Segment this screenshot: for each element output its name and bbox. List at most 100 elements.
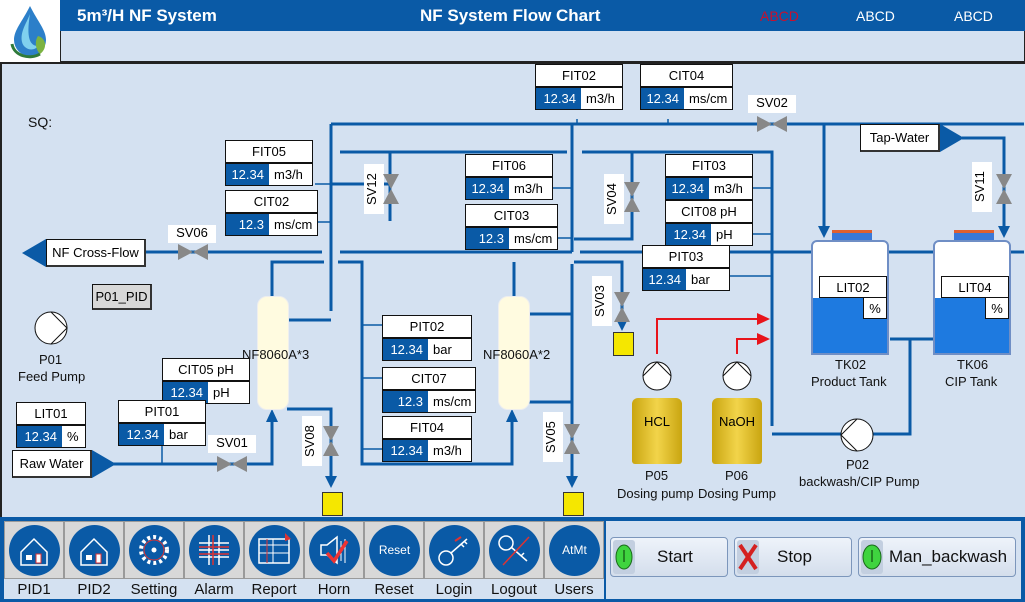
message-bar	[60, 31, 1025, 62]
header-link-1[interactable]: ABCD	[760, 8, 799, 24]
membrane-1	[257, 296, 289, 410]
p01-pid-button[interactable]: P01_PID	[92, 284, 152, 310]
header-link-2[interactable]: ABCD	[856, 8, 895, 24]
pump-p01-name: Feed Pump	[18, 369, 86, 384]
nav-button-setting[interactable]	[124, 521, 184, 579]
valve-sv06-icon[interactable]	[178, 244, 208, 260]
nav-button-alarm[interactable]	[184, 521, 244, 579]
raw-water-label: Raw Water	[12, 450, 92, 478]
stop-x-icon	[738, 543, 758, 571]
pump-p05-id: P05	[645, 468, 669, 483]
tap-water-label: Tap-Water	[860, 124, 940, 152]
sv06-label: SV06	[168, 225, 216, 243]
nav-label: Alarm	[194, 581, 234, 598]
nav-button-horn[interactable]	[304, 521, 364, 579]
valve-sv02-icon[interactable]	[757, 116, 787, 132]
nav-label: Setting	[130, 581, 178, 598]
pump-p01-id: P01	[39, 352, 63, 367]
tank-tk02-cap	[832, 230, 872, 243]
inlet-arrow-icon	[940, 124, 964, 152]
nav-label: Report	[251, 581, 297, 598]
reset-icon: Reset	[369, 525, 420, 576]
nav-button-login[interactable]	[424, 521, 484, 579]
hcl-tank: HCL	[632, 398, 682, 464]
valve-sv01-icon[interactable]	[217, 456, 247, 472]
pump-p02-icon[interactable]	[839, 417, 875, 453]
page-title: NF System Flow Chart	[420, 6, 601, 25]
title-bar: 5m³/H NF System NF System Flow Chart ABC…	[60, 0, 1025, 32]
nav-label: Login	[435, 581, 473, 598]
pump-p06-icon[interactable]	[721, 360, 753, 392]
nav-label: Logout	[491, 581, 537, 598]
key-off-icon	[489, 525, 540, 576]
pump-p05-icon[interactable]	[641, 360, 673, 392]
tank-tk06-name: CIP Tank	[945, 374, 998, 389]
tank-tk02-id: TK02	[835, 357, 867, 372]
nav-button-pid2[interactable]	[64, 521, 124, 579]
drain-bucket-icon	[322, 492, 343, 516]
start-button[interactable]: Start	[610, 537, 728, 577]
valve-sv03-icon[interactable]	[614, 292, 630, 322]
tank-tk06-cap	[954, 230, 994, 243]
sv05-label: SV05	[543, 412, 563, 462]
house-icon	[9, 525, 60, 576]
sv02-label: SV02	[748, 95, 796, 113]
pump-p05-name: Dosing pump	[617, 486, 694, 501]
drain-bucket-icon	[563, 492, 584, 516]
pump-p01-icon[interactable]	[33, 310, 69, 346]
membrane-1-label: NF8060A*3	[242, 347, 310, 362]
sv08-label: SV08	[302, 416, 322, 466]
header-link-3[interactable]: ABCD	[954, 8, 993, 24]
pump-p06-name: Dosing Pump	[698, 486, 777, 501]
inlet-arrow-icon	[92, 450, 116, 478]
membrane-2	[498, 296, 530, 410]
man-backwash-button[interactable]: Man_backwash	[858, 537, 1016, 577]
alarm-icon	[189, 525, 240, 576]
nav-button-report[interactable]	[244, 521, 304, 579]
valve-sv08-icon[interactable]	[323, 426, 339, 456]
power-on-icon	[615, 544, 633, 570]
sq-label: SQ:	[28, 114, 53, 130]
water-drop-logo-icon	[10, 6, 46, 59]
logo	[0, 0, 60, 62]
gear-icon	[129, 525, 180, 576]
sv03-label: SV03	[592, 276, 612, 326]
house-icon	[69, 525, 120, 576]
tank-tk06[interactable]: LIT04 %	[933, 240, 1011, 355]
flow-diagram: SQ: NF Cross-Flow P01_PID Raw Water Tap-…	[0, 62, 1025, 517]
nav-label: Reset	[374, 581, 414, 598]
pump-p06-id: P06	[725, 468, 749, 483]
sv12-label: SV12	[364, 164, 384, 214]
tank-tk02[interactable]: LIT02 %	[811, 240, 889, 355]
valve-sv12-icon[interactable]	[383, 174, 399, 204]
nav-button-users[interactable]: AtMt	[544, 521, 604, 579]
nav-button-pid1[interactable]	[4, 521, 64, 579]
tank-tk02-name: Product Tank	[811, 374, 887, 389]
valve-sv11-icon[interactable]	[996, 174, 1012, 204]
nav-button-logout[interactable]	[484, 521, 544, 579]
horn-icon	[309, 525, 360, 576]
drain-bucket-icon	[613, 332, 634, 356]
membrane-2-label: NF8060A*2	[483, 347, 551, 362]
nav-label: Horn	[317, 581, 351, 598]
nav-button-reset[interactable]: Reset	[364, 521, 424, 579]
valve-sv05-icon[interactable]	[564, 424, 580, 454]
power-on-icon	[862, 544, 882, 570]
stop-button[interactable]: Stop	[734, 537, 852, 577]
outlet-arrow-icon	[22, 239, 46, 267]
nf-cross-flow-label: NF Cross-Flow	[46, 239, 146, 267]
valve-sv04-icon[interactable]	[624, 182, 640, 212]
sv01-label: SV01	[208, 435, 256, 453]
